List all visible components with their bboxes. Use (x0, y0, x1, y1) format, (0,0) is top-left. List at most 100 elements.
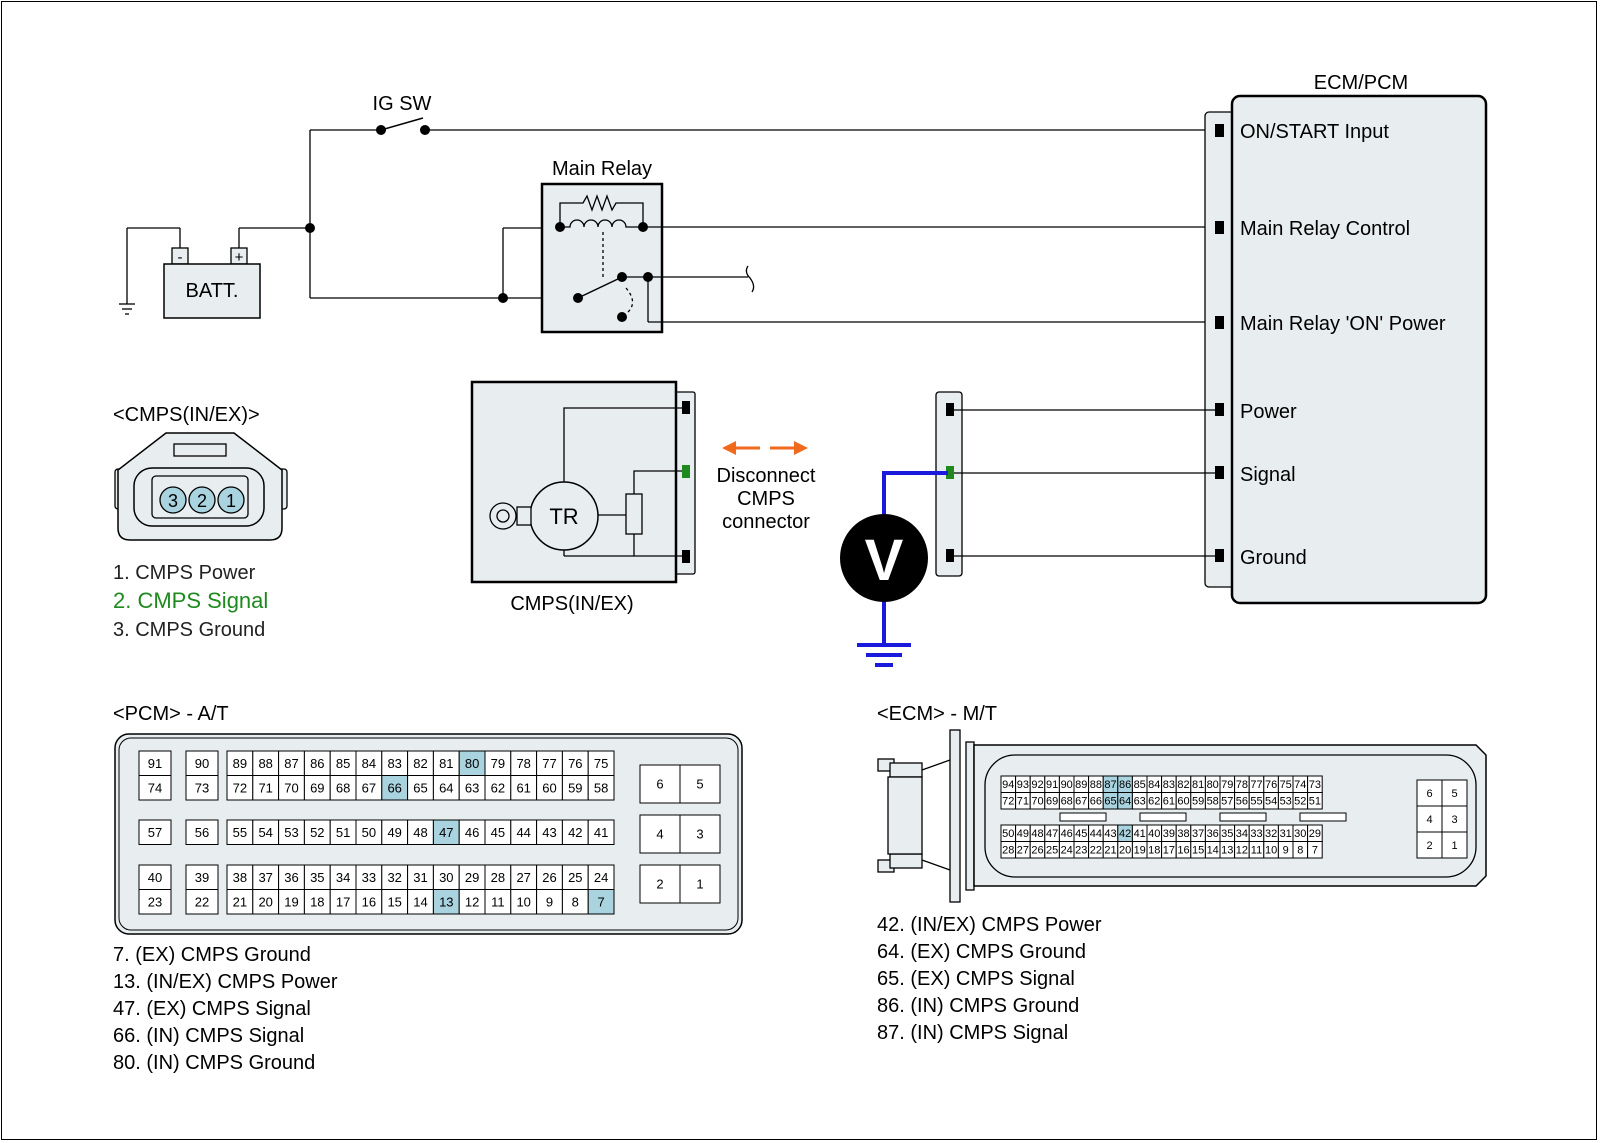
ecm-pin-label: 43 (1104, 828, 1116, 840)
ecm-pin-label: 2 (1426, 840, 1432, 852)
pcm-pin-label: 1 (696, 877, 703, 892)
main-relay-label: Main Relay (552, 158, 652, 180)
pcm-pin-16 (355, 889, 383, 915)
pcm-pin-17 (329, 889, 357, 915)
ecm-pin-label: 24 (1061, 845, 1073, 857)
ecm-pin-label: 45 (1075, 828, 1087, 840)
ecm-pin-label: 7 (1312, 845, 1318, 857)
ecm-pin-label: 72 (1002, 796, 1014, 808)
ecm-pin-label: 4 (1426, 814, 1432, 826)
ecm-pin-label: 13 (1221, 845, 1233, 857)
pcm-pin-label: 6 (656, 777, 663, 792)
ecm-pin-51 (1307, 792, 1323, 810)
pcm-pin-7 (587, 889, 615, 915)
ecm-pin-label: 44 (1090, 828, 1102, 840)
ecm-pin-label: 86 (1119, 779, 1131, 791)
pcm-pin-label: 88 (258, 756, 272, 771)
ecm-pin-label: 81 (1192, 779, 1204, 791)
ecm-pin-label: 26 (1031, 845, 1043, 857)
pcm-pin-34 (329, 864, 357, 890)
ecm-pin-label: 28 (1002, 845, 1014, 857)
pcm-pin-label: 40 (148, 870, 162, 885)
pcm-pin-75 (587, 750, 615, 776)
ecm-pin-label: 76 (1265, 779, 1277, 791)
ecm-pin-signal: Signal (1240, 464, 1296, 486)
pcm-legend-2: 47. (EX) CMPS Signal (113, 998, 311, 1020)
battery-pos-label: + (235, 249, 244, 266)
ecm-pin-label: 30 (1294, 828, 1306, 840)
ecm-pin-label: 87 (1104, 779, 1116, 791)
ecm-pin-main-relay-control: Main Relay Control (1240, 218, 1410, 240)
pcm-pin-label: 35 (310, 870, 324, 885)
battery-neg-label: - (178, 249, 183, 266)
pcm-pin-45 (484, 819, 512, 845)
ecm-pin-label: 18 (1148, 845, 1160, 857)
pcm-at-title: <PCM> - A/T (113, 703, 229, 725)
ecm-pin-label: 65 (1104, 796, 1116, 808)
pcm-pin-label: 58 (594, 780, 608, 795)
ecm-pin-label: 64 (1119, 796, 1131, 808)
pcm-pin-61 (510, 775, 538, 801)
pcm-pin-label: 20 (258, 894, 272, 909)
pcm-pin-36 (278, 864, 305, 890)
pcm-pin-25 (561, 864, 589, 890)
ecm-pin-7 (1307, 841, 1323, 859)
pcm-pin-38 (226, 864, 254, 890)
ecm-pin-label: 35 (1221, 828, 1233, 840)
pcm-pin-22 (185, 889, 219, 915)
ecm-pin-label: 48 (1031, 828, 1043, 840)
pcm-pin-4 (639, 814, 681, 854)
pcm-pin-label: 60 (542, 780, 556, 795)
pcm-pin-15 (381, 889, 409, 915)
ecm-pin-label: 88 (1090, 779, 1102, 791)
ecm-legend-3: 86. (IN) CMPS Ground (877, 995, 1079, 1017)
pcm-legend-3: 66. (IN) CMPS Signal (113, 1025, 304, 1047)
pcm-pin-88 (252, 750, 280, 776)
disconnect-note-line3: connector (722, 511, 810, 533)
pcm-pin-label: 33 (362, 870, 376, 885)
ecm-pin-label: 49 (1017, 828, 1029, 840)
ecm-pin-label: 70 (1031, 796, 1043, 808)
pcm-pin-5 (679, 764, 721, 804)
pcm-pin-label: 8 (572, 894, 579, 909)
ecm-pin-power: Power (1240, 401, 1297, 423)
pcm-pin-label: 36 (284, 870, 298, 885)
pcm-pin-label: 45 (491, 825, 505, 840)
ecm-pin-label: 6 (1426, 788, 1432, 800)
ecm-pin-label: 53 (1280, 796, 1292, 808)
ecm-pin-label: 17 (1163, 845, 1175, 857)
cmps-legend-3: 3. CMPS Ground (113, 619, 265, 641)
pcm-pin-label: 57 (148, 825, 162, 840)
ecm-pin-label: 37 (1192, 828, 1204, 840)
cmps-connector-title: <CMPS(IN/EX)> (113, 404, 260, 426)
battery-label: BATT. (186, 280, 239, 302)
ecm-pin-label: 61 (1163, 796, 1175, 808)
ecm-pin-label: 20 (1119, 845, 1131, 857)
pcm-pin-label: 75 (594, 756, 608, 771)
ecm-pcm-box: ECM/PCM ON/START Input Main Relay Contro… (1204, 72, 1488, 605)
pcm-pin-label: 89 (233, 756, 247, 771)
ecm-pin-label: 74 (1294, 779, 1306, 791)
pcm-pin-39 (185, 864, 219, 890)
pcm-pin-23 (138, 889, 172, 915)
ecm-pin-label: 15 (1192, 845, 1204, 857)
pcm-pin-73 (185, 775, 219, 801)
pcm-pin-label: 90 (195, 756, 209, 771)
ecm-pin-label: 84 (1148, 779, 1160, 791)
pcm-pin-70 (278, 775, 305, 801)
ecm-pin-label: 47 (1046, 828, 1058, 840)
ecm-pin-label: 68 (1061, 796, 1073, 808)
pcm-pin-label: 14 (413, 894, 427, 909)
pcm-pin-11 (484, 889, 512, 915)
harness-connector (935, 391, 1215, 577)
pcm-pin-label: 19 (284, 894, 298, 909)
pcm-pin-label: 31 (413, 870, 427, 885)
cmps-sensor: TR CMPS(IN/EX) (470, 380, 696, 615)
pcm-pin-label: 67 (362, 780, 376, 795)
ecm-pin-label: 82 (1177, 779, 1189, 791)
ecm-pin-label: 91 (1046, 779, 1058, 791)
ecm-pin-label: 31 (1280, 828, 1292, 840)
ecm-pin-label: 19 (1134, 845, 1146, 857)
ecm-pin-label: 80 (1207, 779, 1219, 791)
